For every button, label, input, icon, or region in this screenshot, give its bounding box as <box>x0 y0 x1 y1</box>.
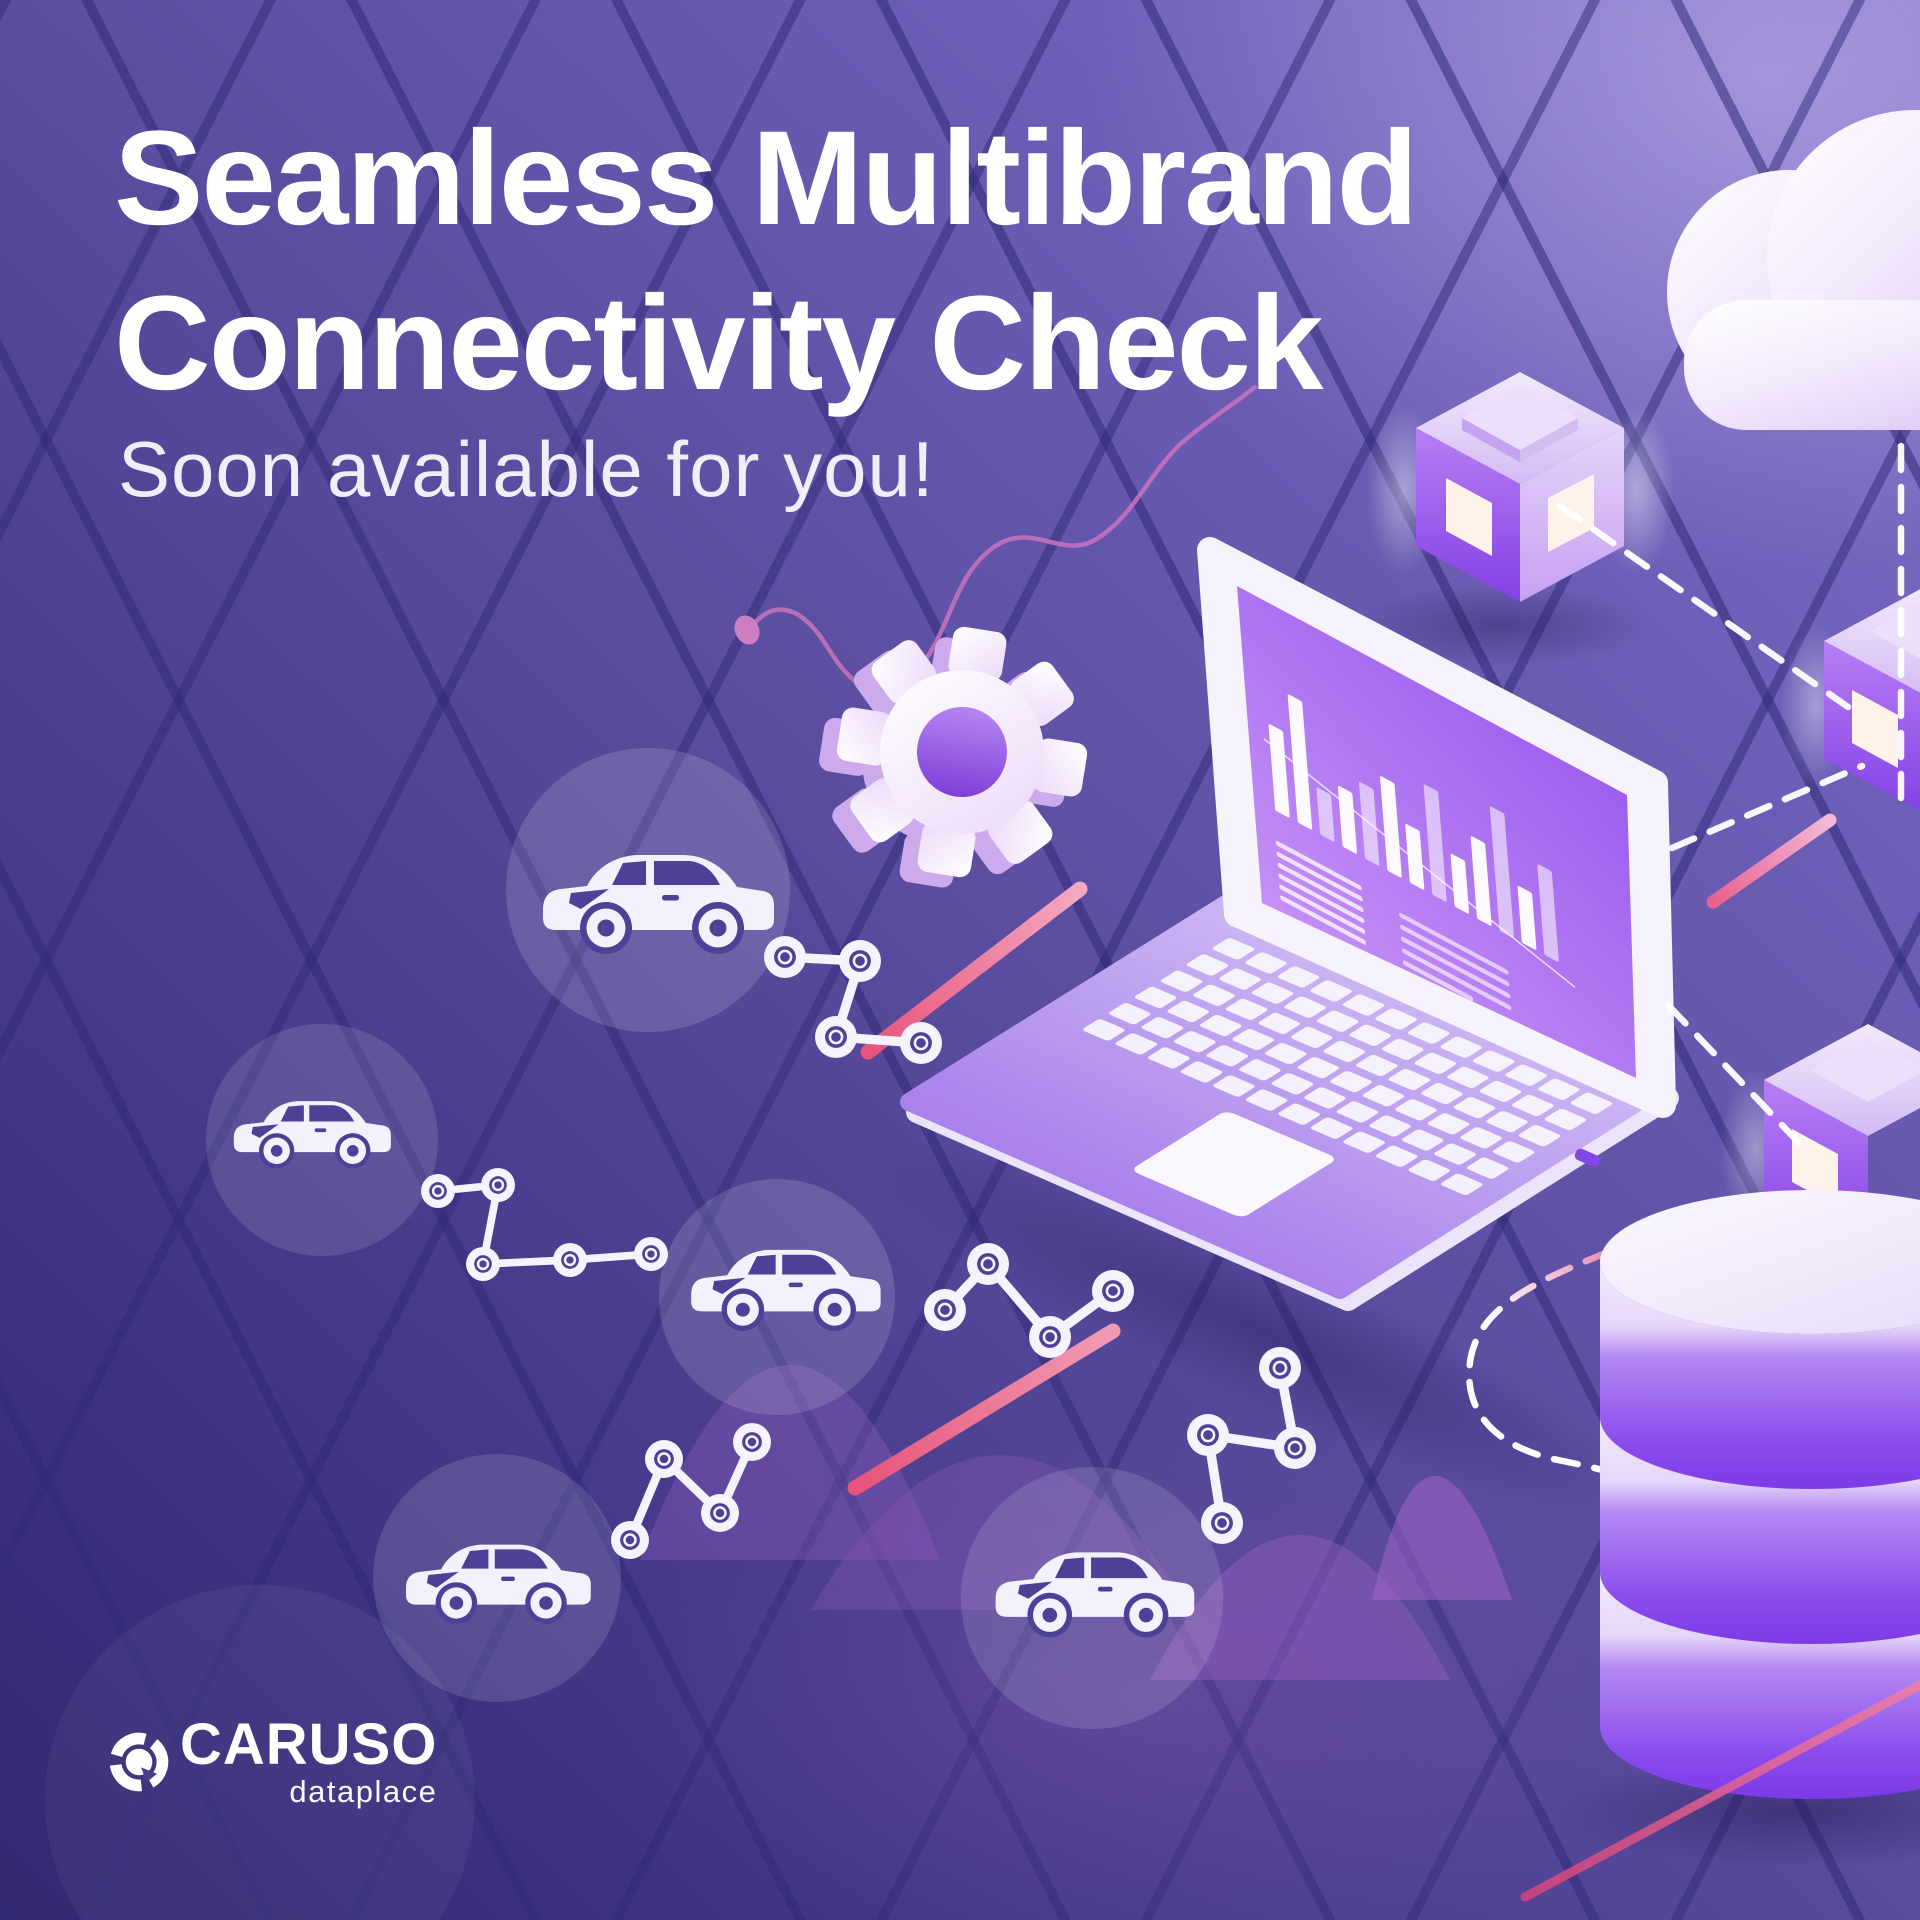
pink-accent-line-4 <box>1520 1680 1920 1902</box>
dashed-connectors <box>1556 442 1905 852</box>
database-icon <box>1550 1190 1920 1867</box>
cloud-icon <box>1667 110 1920 430</box>
page-subtitle: Soon available for you! <box>118 425 935 513</box>
screen-trend-line <box>1263 738 1576 989</box>
connector-chains <box>421 936 1316 1559</box>
connector-chain-1 <box>764 936 942 1064</box>
dashed-connector-laptop-cube2 <box>1668 762 1866 852</box>
pink-accent-line-2 <box>1706 813 1837 909</box>
caruso-logo-text: CARUSO dataplace <box>180 1712 438 1809</box>
car-group <box>206 748 1223 1729</box>
page-title: Seamless Multibrand Connectivity Check <box>114 96 1418 427</box>
pink-accent-line-3 <box>847 1323 1121 1496</box>
hill-shapes <box>640 1365 1512 1680</box>
connector-chain-3 <box>924 1243 1134 1358</box>
cube-icon-1 <box>1416 372 1624 602</box>
connector-chain-4 <box>611 1423 771 1559</box>
laptop-power-led <box>1574 1148 1601 1167</box>
caruso-logo: CARUSO dataplace <box>106 1716 437 1807</box>
dashed-connector-laptop-cube3 <box>1665 1002 1804 1148</box>
wavy-line <box>734 384 1258 694</box>
caruso-logo-brand: CARUSO <box>180 1712 438 1777</box>
connector-chain-5 <box>1187 1347 1316 1544</box>
caruso-logo-tagline: dataplace <box>289 1774 438 1809</box>
laptop-screen-content <box>1263 694 1576 1011</box>
pink-accent-line-1 <box>860 881 1088 1060</box>
laptop-keyboard-keys <box>1083 938 1613 1195</box>
laptop-trackpad <box>1134 1112 1334 1217</box>
cube-icon-2 <box>1824 589 1920 811</box>
title-line-1: Seamless Multibrand <box>114 104 1418 253</box>
pink-accent-lines <box>847 813 1920 1902</box>
dashed-connector-laptop-database <box>1465 1248 1656 1490</box>
caruso-logo-icon <box>109 1732 169 1791</box>
screen-text-lines <box>1275 840 1512 1011</box>
laptop-chart-bars <box>1268 694 1559 962</box>
dashed-connector-cube1-cube2 <box>1556 502 1852 711</box>
connector-chain-2 <box>421 1168 668 1281</box>
laptop-shadow <box>866 1143 1654 1517</box>
gear-icon <box>802 610 1104 905</box>
laptop-icon <box>900 537 1679 1311</box>
title-line-2: Connectivity Check <box>114 269 1324 419</box>
